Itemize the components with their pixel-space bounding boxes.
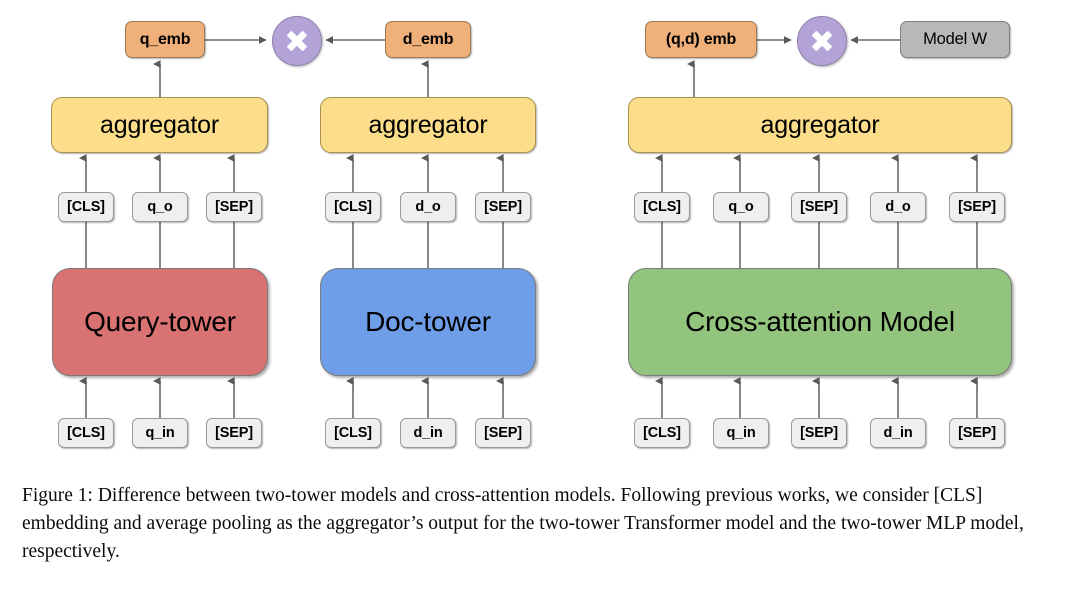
cross-output-token-cls[interactable]: [CLS]	[634, 192, 690, 222]
doc-tower-node[interactable]: Doc-tower	[320, 268, 536, 376]
cross-attention-model-node[interactable]: Cross-attention Model	[628, 268, 1012, 376]
cross-output-token-do[interactable]: d_o	[870, 192, 926, 222]
cross-input-token-cls[interactable]: [CLS]	[634, 418, 690, 448]
query-input-token-sep[interactable]: [SEP]	[206, 418, 262, 448]
query-input-token-cls[interactable]: [CLS]	[58, 418, 114, 448]
query-input-token-qin[interactable]: q_in	[132, 418, 188, 448]
cross-attention-multiply-operator[interactable]	[797, 16, 847, 66]
cross-input-token-qin[interactable]: q_in	[713, 418, 769, 448]
cross-input-token-sep2[interactable]: [SEP]	[949, 418, 1005, 448]
figure-caption: Figure 1: Difference between two-tower m…	[22, 485, 1024, 562]
doc-output-token-do[interactable]: d_o	[400, 192, 456, 222]
doc-output-token-cls[interactable]: [CLS]	[325, 192, 381, 222]
query-output-token-cls[interactable]: [CLS]	[58, 192, 114, 222]
architecture-diagram: q_emb aggregator [CLS] q_o [SEP] Query-t…	[51, 16, 1012, 448]
connector-layer	[79, 36, 978, 418]
model-weight-node[interactable]: Model W	[900, 21, 1010, 58]
doc-input-token-sep[interactable]: [SEP]	[475, 418, 531, 448]
cross-input-token-din[interactable]: d_in	[870, 418, 926, 448]
doc-input-token-din[interactable]: d_in	[400, 418, 456, 448]
cross-attention-embedding-node[interactable]: (q,d) emb	[645, 21, 757, 58]
multiply-icon	[812, 31, 832, 51]
cross-output-token-qo[interactable]: q_o	[713, 192, 769, 222]
doc-embedding-node[interactable]: d_emb	[385, 21, 471, 58]
cross-output-token-sep1[interactable]: [SEP]	[791, 192, 847, 222]
query-tower-node[interactable]: Query-tower	[52, 268, 268, 376]
query-output-token-sep[interactable]: [SEP]	[206, 192, 262, 222]
multiply-icon	[287, 31, 307, 51]
doc-input-token-cls[interactable]: [CLS]	[325, 418, 381, 448]
doc-output-token-sep[interactable]: [SEP]	[475, 192, 531, 222]
cross-input-token-sep1[interactable]: [SEP]	[791, 418, 847, 448]
query-embedding-node[interactable]: q_emb	[125, 21, 205, 58]
cross-attention-aggregator-node[interactable]: aggregator	[628, 97, 1012, 153]
cross-output-token-sep2[interactable]: [SEP]	[949, 192, 1005, 222]
two-tower-multiply-operator[interactable]	[272, 16, 322, 66]
query-aggregator-node[interactable]: aggregator	[51, 97, 268, 153]
query-output-token-qo[interactable]: q_o	[132, 192, 188, 222]
doc-aggregator-node[interactable]: aggregator	[320, 97, 536, 153]
